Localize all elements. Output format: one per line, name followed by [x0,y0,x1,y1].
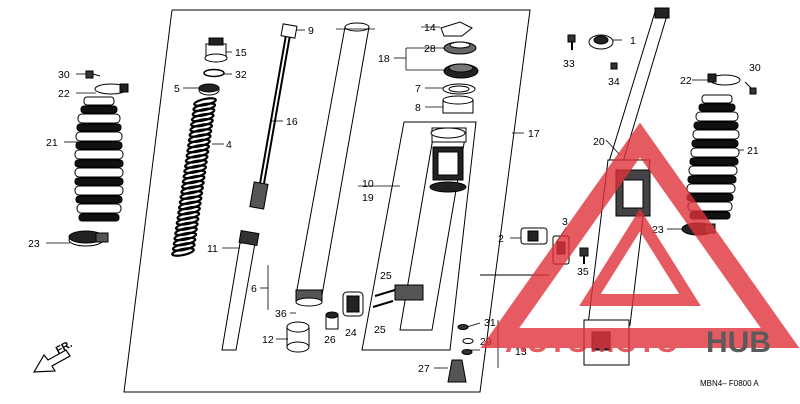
front-marker-label: FR. [54,338,75,357]
callout-labels: 30 22 21 23 5 4 15 32 9 16 11 6 36 12 26… [28,22,761,375]
callout-31: 31 [484,317,496,329]
callout-10: 10 [362,178,374,190]
bolt-35 [579,247,589,264]
damper-rod [249,23,298,210]
callout-33: 33 [563,58,575,70]
callout-22-right: 22 [680,75,692,87]
o-ring-32 [203,68,225,78]
callout-21-right: 21 [747,145,759,157]
callout-12: 12 [262,334,274,346]
callout-18: 18 [378,53,390,65]
callout-28: 28 [424,43,436,55]
callout-21-left: 21 [46,137,58,149]
callout-30-right: 30 [749,62,761,74]
callout-4: 4 [226,139,232,151]
watermark-text-right: HUB [706,326,771,359]
clamp-1 [588,34,614,50]
callout-7: 7 [415,83,421,95]
clip-24 [342,291,364,317]
nut-34 [610,62,618,70]
spring-seat-5 [198,83,220,96]
callout-30-left: 30 [58,69,70,81]
callout-6: 6 [251,283,257,295]
callout-36: 36 [275,308,287,320]
callout-23-left: 23 [28,238,40,250]
bolts-25 [372,289,396,308]
callout-22-left: 22 [58,88,70,100]
callout-17: 17 [528,128,540,140]
small-parts-bottom [447,324,474,383]
callout-25-bottom: 25 [374,324,386,336]
screw-30-left [85,70,101,79]
boot-band-top-left [94,83,129,95]
callout-35: 35 [577,266,589,278]
dust-boot-right [686,94,740,220]
watermark: AUTOMOTO HUB [480,122,800,359]
boot-band-bottom-left [68,230,109,247]
callout-14: 14 [424,22,436,34]
callout-1: 1 [630,35,636,47]
ring-26 [325,311,339,330]
boot-band-top-right [707,73,741,86]
spring-coil [171,247,195,257]
callout-19: 19 [362,192,374,204]
callout-24: 24 [345,327,357,339]
dust-boot-left [74,96,124,222]
callout-34: 34 [608,76,620,88]
steering-stack [440,21,479,114]
callout-15: 15 [235,47,247,59]
front-arrow-icon [32,349,71,373]
guide-bushing-36 [295,289,323,307]
callout-11: 11 [207,243,218,255]
fork-spring [171,97,217,257]
callout-5: 5 [174,83,180,95]
watermark-inner-triangle-icon [579,208,701,306]
outer-slider [394,127,467,331]
callout-9: 9 [308,25,314,37]
piston-12 [286,321,310,353]
callout-8: 8 [415,102,421,114]
callout-13: 13 [515,346,527,358]
callout-32: 32 [235,69,247,81]
callout-27: 27 [418,363,430,375]
callout-20: 20 [593,136,605,148]
watermark-text-left: AUTOMOTO [505,326,679,359]
callout-2: 2 [498,233,504,245]
bolt-33 [567,34,576,50]
diagram-code: MBN4– F0800 A [700,379,759,388]
front-direction-marker: FR. [32,338,75,373]
screw-30-right [744,81,757,95]
inner-fork-tube [295,22,370,300]
callout-25-top: 25 [380,270,392,282]
callout-26: 26 [324,334,336,346]
slider-bushing-tube [221,229,260,351]
callout-16: 16 [286,116,298,128]
callout-23-right: 23 [652,224,664,236]
fork-cap-bolt [204,37,228,63]
callout-3: 3 [562,216,568,228]
bracket-2 [520,227,548,245]
watermark-triangle-icon [480,122,800,348]
